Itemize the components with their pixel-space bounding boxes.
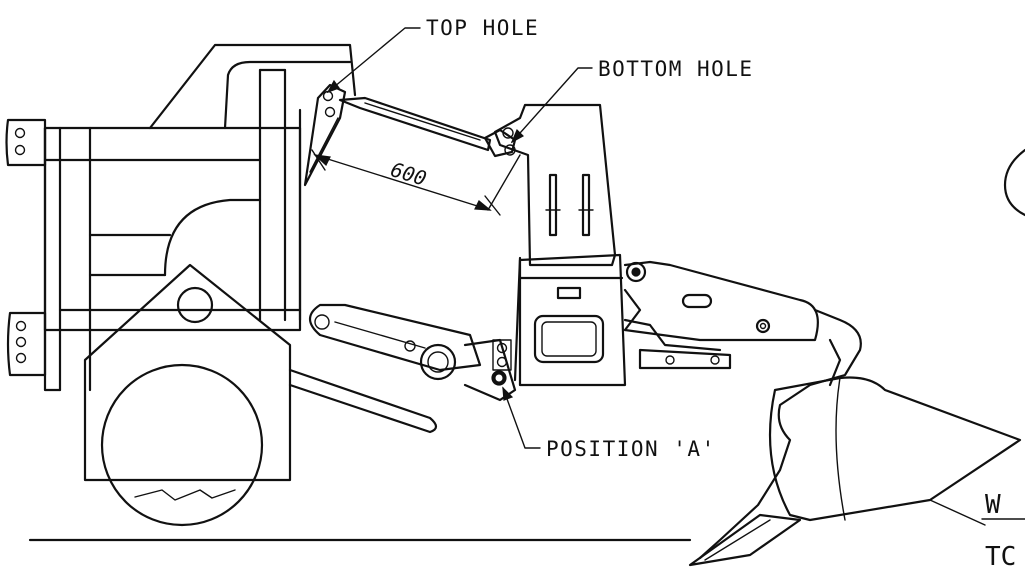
headstock-frame <box>5 43 357 392</box>
cropped-arc <box>1003 148 1025 217</box>
edge-text-tc: TC <box>985 542 1016 572</box>
leader-lines <box>326 27 593 449</box>
top-hole-label: TOP HOLE <box>426 16 539 40</box>
mast-bracket <box>491 103 627 387</box>
bottom-hole-label: BOTTOM HOLE <box>598 57 754 81</box>
lower-link <box>288 303 517 434</box>
dimension-label: 600 <box>388 157 430 191</box>
dimension-600: 600 <box>309 117 521 216</box>
tine-assembly <box>623 260 1022 567</box>
edge-text-w: W <box>985 490 1001 520</box>
position-a-label: POSITION 'A' <box>546 437 716 461</box>
depth-wheel <box>83 263 292 527</box>
